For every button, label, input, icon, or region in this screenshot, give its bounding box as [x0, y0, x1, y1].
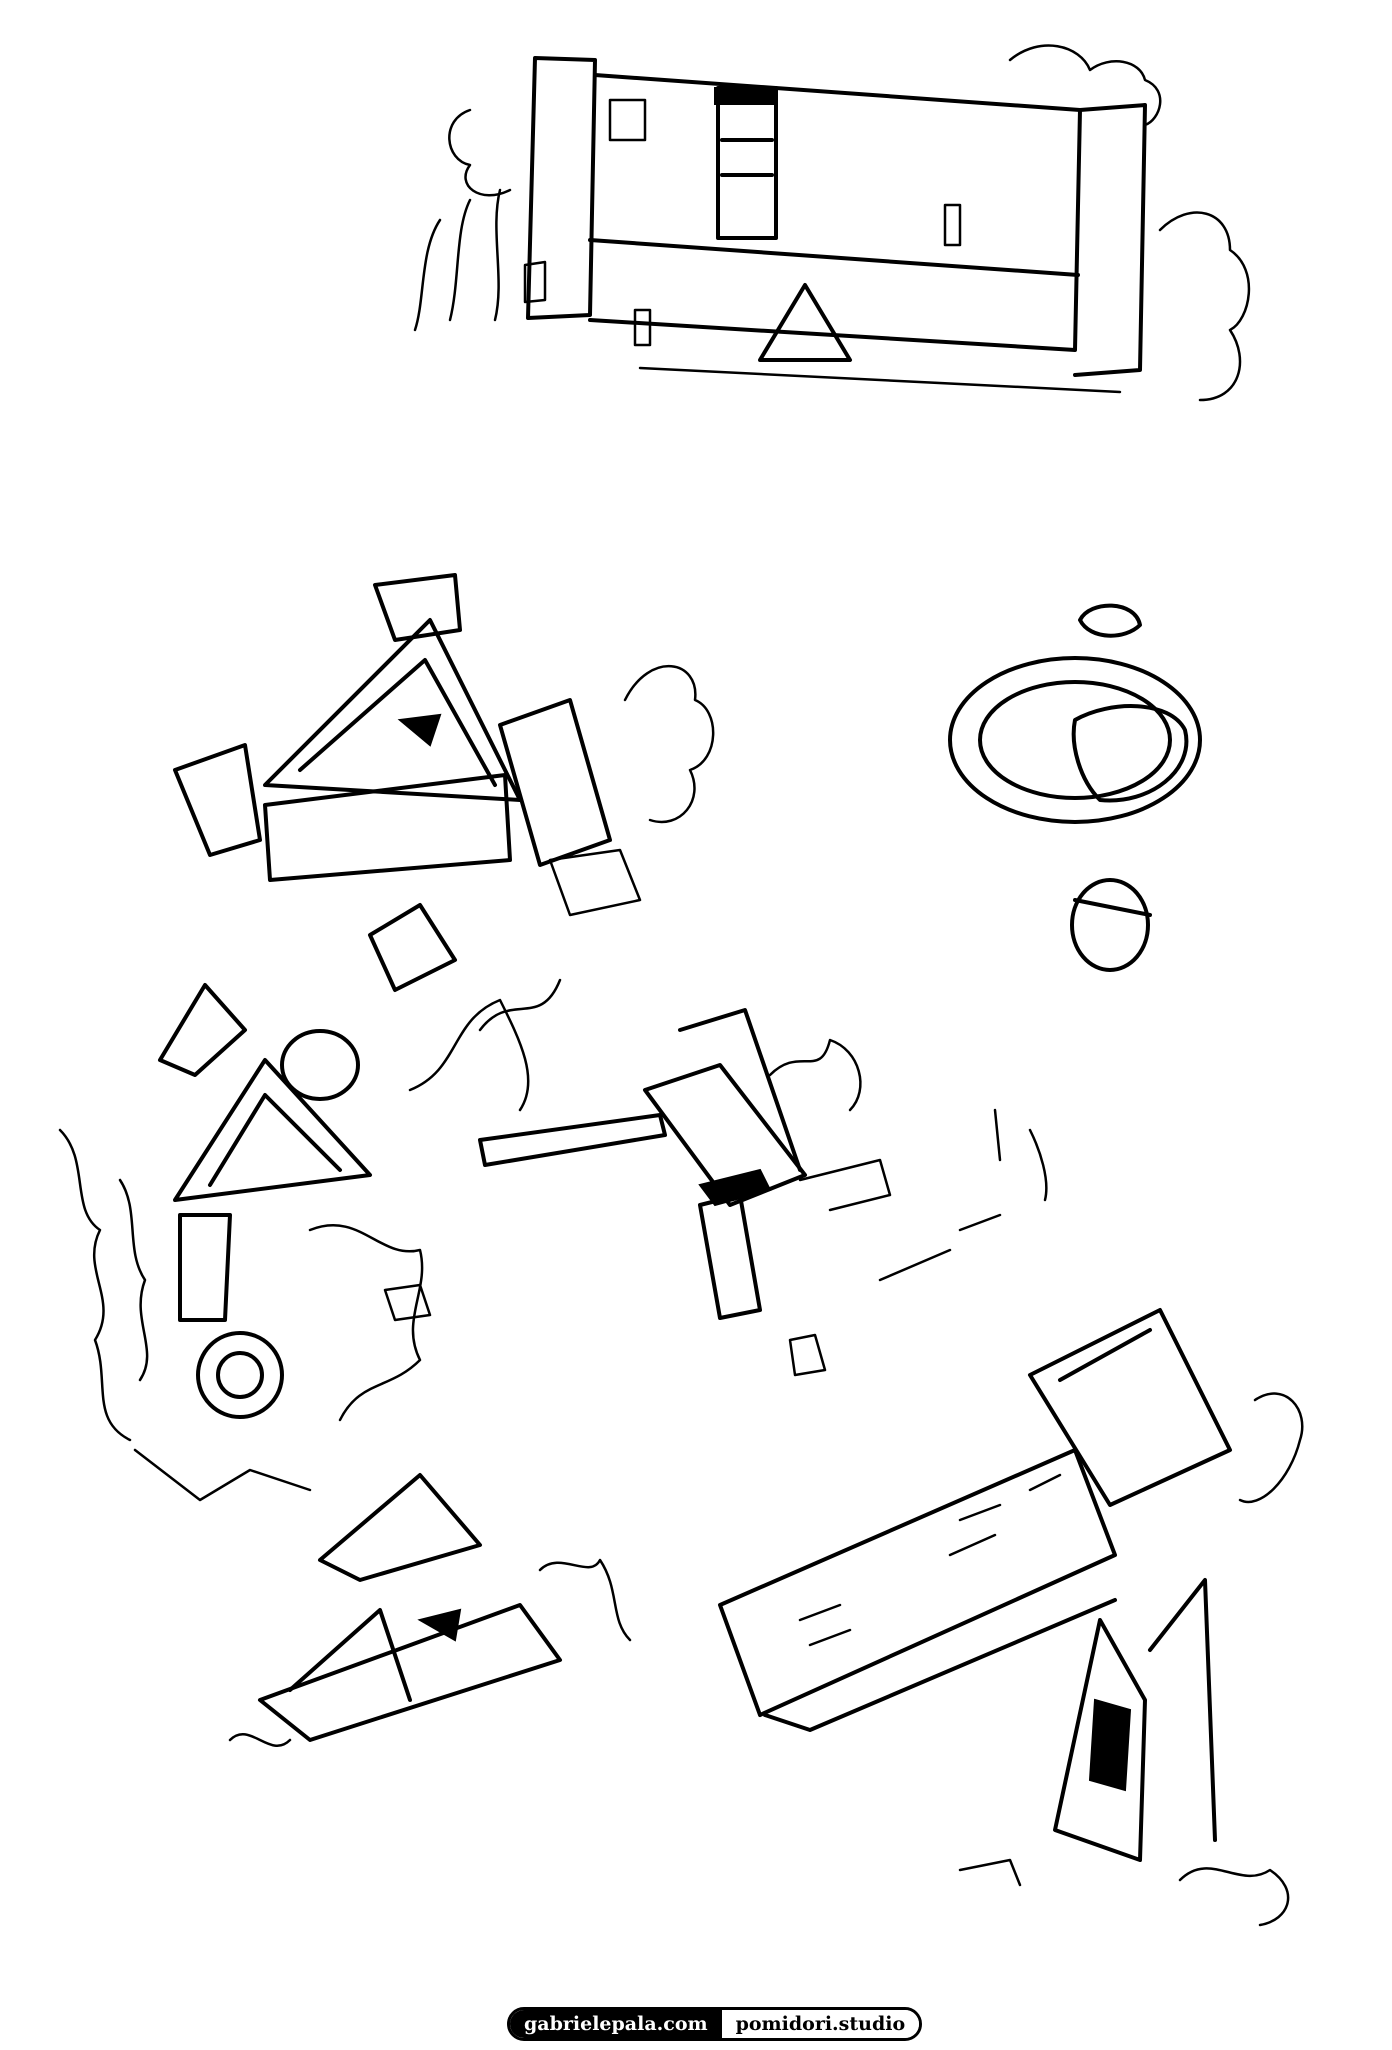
sketch-central-block — [478, 1008, 1048, 1377]
author-website-label[interactable]: gabrielepala.com — [510, 2010, 722, 2038]
sketch-building-facade — [413, 44, 1251, 402]
credit-badge: gabrielepala.com pomidori.studio — [507, 2007, 923, 2041]
sketch-left-triangle-site — [58, 903, 562, 1502]
studio-website-label[interactable]: pomidori.studio — [721, 2010, 920, 2038]
sketch-lower-slab — [718, 1308, 1304, 1927]
sketch-lower-triangle-pavilion — [228, 1473, 632, 1747]
sketch-triangle-complex — [173, 573, 715, 917]
sketch-circular-pool — [948, 603, 1202, 972]
